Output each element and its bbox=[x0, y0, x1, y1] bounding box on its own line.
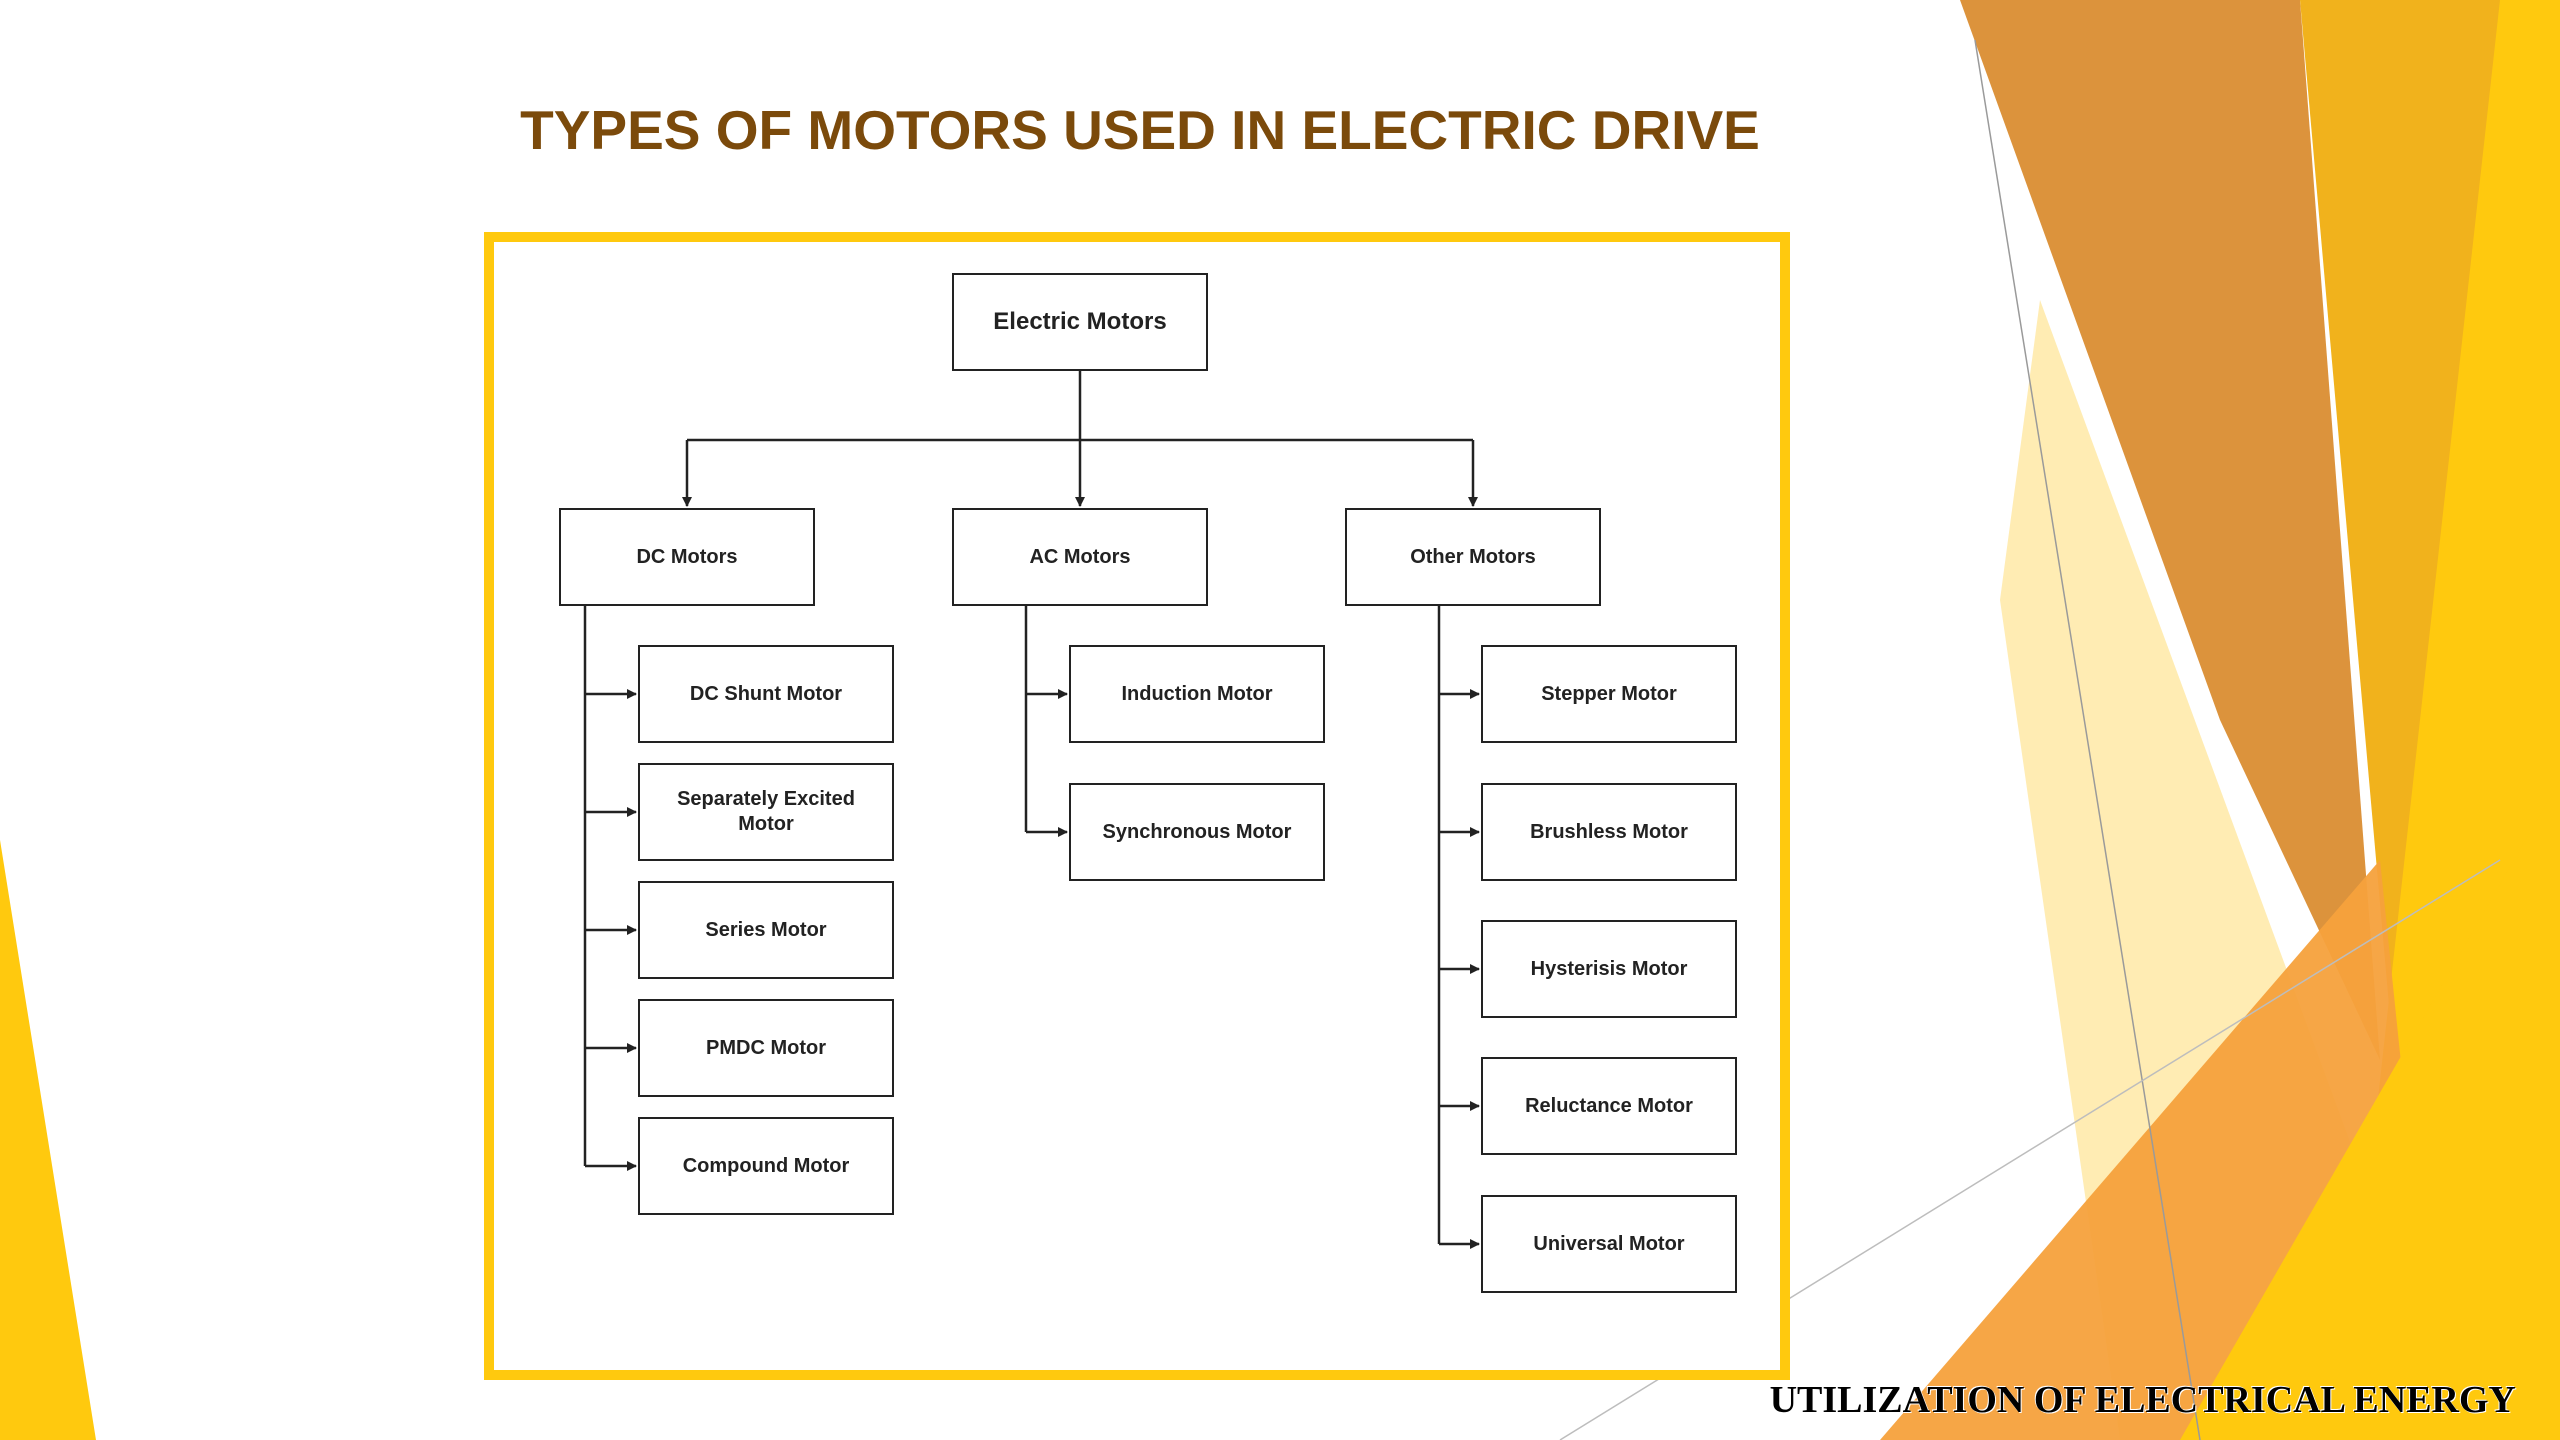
node-other-motors: Other Motors bbox=[1345, 508, 1601, 606]
node-induction-motor: Induction Motor bbox=[1069, 645, 1325, 743]
node-ac-motors: AC Motors bbox=[952, 508, 1208, 606]
footer-course-title: UTILIZATION OF ELECTRICAL ENERGY bbox=[1769, 1379, 2516, 1421]
node-electric-motors: Electric Motors bbox=[952, 273, 1208, 371]
decor-shape-orange-arrow bbox=[1960, 0, 2380, 1060]
node-synchronous-motor: Synchronous Motor bbox=[1069, 783, 1325, 881]
node-universal-motor: Universal Motor bbox=[1481, 1195, 1737, 1293]
node-stepper-motor: Stepper Motor bbox=[1481, 645, 1737, 743]
node-series-motor: Series Motor bbox=[638, 881, 894, 979]
node-dc-motors: DC Motors bbox=[559, 508, 815, 606]
node-separately-excited-motor: Separately Excited Motor bbox=[638, 763, 894, 861]
decor-shape-bottom-yellow bbox=[2180, 780, 2560, 1440]
node-dc-shunt-motor: DC Shunt Motor bbox=[638, 645, 894, 743]
node-hysterisis-motor: Hysterisis Motor bbox=[1481, 920, 1737, 1018]
node-pmdc-motor: PMDC Motor bbox=[638, 999, 894, 1097]
node-brushless-motor: Brushless Motor bbox=[1481, 783, 1737, 881]
decor-thin-line-1 bbox=[1974, 39, 2201, 1440]
slide-title: TYPES OF MOTORS USED IN ELECTRIC DRIVE bbox=[520, 99, 1760, 161]
node-reluctance-motor: Reluctance Motor bbox=[1481, 1057, 1737, 1155]
decor-shape-left-strip bbox=[0, 840, 96, 1440]
node-compound-motor: Compound Motor bbox=[638, 1117, 894, 1215]
